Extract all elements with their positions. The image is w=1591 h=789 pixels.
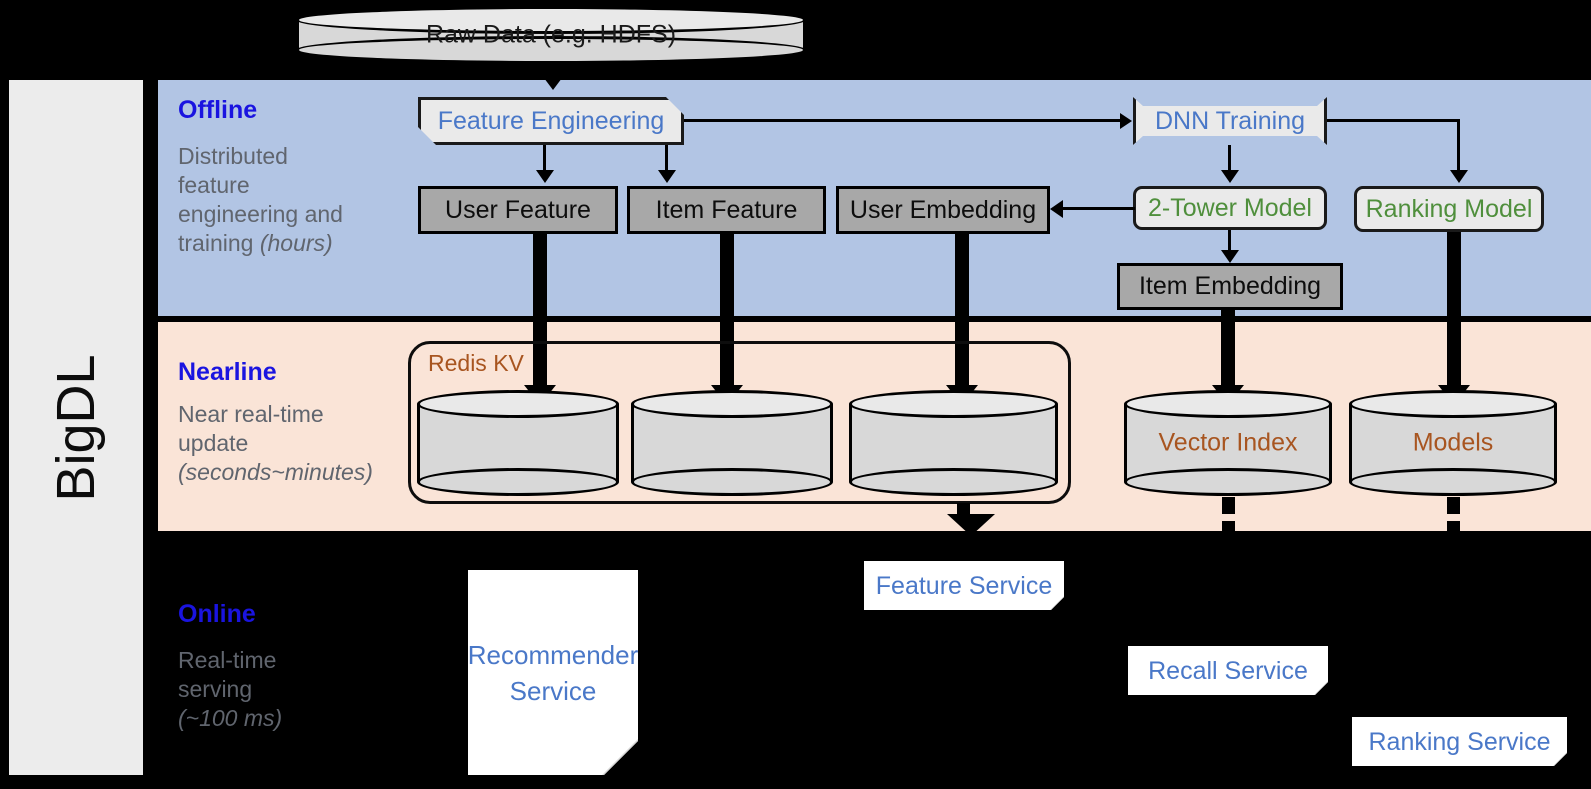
arrowhead-fe-to-dnn — [1120, 113, 1132, 129]
two-tower-model-node[interactable]: 2-Tower Model — [1133, 186, 1327, 230]
online-band-title: Online — [178, 600, 256, 628]
redis-kv-group: Redis KV — [408, 341, 1071, 504]
user-embedding-label: User Embedding — [849, 195, 1037, 224]
item-embedding-label: Item Embedding — [1138, 272, 1322, 300]
nearline-desc-1: Near real-time — [178, 401, 324, 427]
arrowhead-dnn-to-twotower — [1221, 170, 1239, 183]
connector-twotower-to-userembedding — [1063, 207, 1135, 210]
arrowhead-twotower-to-userembedding — [1050, 200, 1063, 218]
cylinder-top — [849, 390, 1058, 418]
connector-fe-to-dnn — [684, 119, 1121, 122]
cylinder-bottom — [631, 468, 833, 496]
cylinder-top — [417, 390, 619, 418]
vector-index-cylinder[interactable]: Vector Index — [1124, 390, 1332, 496]
connector-redis-to-featureservice — [957, 503, 970, 517]
connector-models-stub-2 — [1447, 521, 1460, 534]
offline-desc-4: training — [178, 230, 260, 256]
connector-fe-to-itemfeature — [665, 145, 668, 172]
cylinder-bottom — [417, 468, 619, 496]
cylinder-bottom — [1349, 468, 1557, 496]
recommender-service-label: Recommender Service — [467, 639, 639, 706]
arrowhead-twotower-to-itemembedding — [1221, 250, 1239, 263]
connector-fe-to-userfeature — [543, 145, 546, 172]
connector-itemembedding-to-vectorindex — [1221, 310, 1235, 389]
offline-desc-3: engineering and — [178, 201, 343, 227]
connector-twotower-to-itemembedding — [1228, 230, 1231, 252]
cylinder-top — [631, 390, 833, 418]
connector-userfeature-to-store — [533, 234, 547, 389]
ranking-service-node[interactable]: Ranking Service — [1352, 717, 1567, 766]
nearline-desc-italic: (seconds~minutes) — [178, 459, 373, 485]
cylinder-top — [296, 6, 806, 34]
offline-band-description: Distributed feature engineering and trai… — [178, 142, 408, 258]
connector-models-stub-1 — [1447, 497, 1460, 514]
page-fold-icon — [602, 739, 638, 775]
arrowhead-rawdata-to-fe — [541, 74, 565, 90]
cylinder-top — [1349, 390, 1557, 418]
feature-service-label: Feature Service — [875, 571, 1053, 600]
models-label: Models — [1412, 428, 1494, 457]
ranking-model-node[interactable]: Ranking Model — [1354, 186, 1544, 232]
redis-store-user-feature[interactable] — [417, 390, 619, 496]
item-embedding-node[interactable]: Item Embedding — [1117, 263, 1343, 310]
cylinder-top — [1124, 390, 1332, 418]
cylinder-bottom — [1124, 468, 1332, 496]
cylinder-bottom — [296, 36, 806, 64]
item-feature-node[interactable]: Item Feature — [627, 186, 826, 234]
raw-data-cylinder: Raw Data (e.g. HDFS) — [296, 6, 806, 64]
online-band-description: Real-time serving (~100 ms) — [178, 646, 408, 733]
user-feature-label: User Feature — [445, 195, 591, 224]
recall-service-label: Recall Service — [1148, 656, 1308, 685]
connector-dnn-to-ranking-h — [1327, 119, 1460, 122]
online-desc-2: serving — [178, 676, 253, 702]
online-desc-1: Real-time — [178, 647, 277, 673]
redis-store-item-feature[interactable] — [631, 390, 833, 496]
vector-index-label: Vector Index — [1158, 428, 1298, 457]
framework-label: BigDL — [46, 353, 106, 502]
two-tower-model-label: 2-Tower Model — [1148, 193, 1312, 222]
page-fold-icon — [1553, 752, 1567, 766]
nearline-desc-2: update — [178, 430, 249, 456]
offline-band-title: Offline — [178, 96, 258, 124]
connector-vectorindex-stub-2 — [1222, 521, 1235, 534]
redis-kv-label: Redis KV — [428, 350, 524, 376]
dnn-training-label: DNN Training — [1154, 106, 1306, 135]
feature-engineering-label: Feature Engineering — [437, 106, 665, 135]
raw-data-label: Raw Data (e.g. HDFS) — [425, 20, 677, 49]
offline-desc-2: feature — [178, 172, 250, 198]
connector-dnn-to-ranking-v — [1457, 119, 1460, 172]
arrowhead-fe-to-itemfeature — [658, 170, 676, 183]
redis-store-user-embedding[interactable] — [849, 390, 1058, 496]
user-feature-node[interactable]: User Feature — [418, 186, 618, 234]
nearline-band-description: Near real-time update (seconds~minutes) — [178, 400, 408, 487]
ranking-model-label: Ranking Model — [1365, 194, 1533, 223]
item-feature-label: Item Feature — [655, 195, 798, 224]
framework-rail: BigDL — [6, 77, 146, 778]
models-cylinder[interactable]: Models — [1349, 390, 1557, 496]
page-fold-icon — [1314, 681, 1328, 695]
offline-desc-italic: (hours) — [259, 230, 333, 256]
nearline-band-title: Nearline — [178, 358, 277, 386]
connector-dnn-to-twotower — [1228, 145, 1231, 171]
connector-userembedding-to-store — [955, 234, 969, 389]
cylinder-bottom — [849, 468, 1058, 496]
arrowhead-redis-to-featureservice — [947, 514, 995, 536]
arrowhead-fe-to-userfeature — [536, 170, 554, 183]
recall-service-node[interactable]: Recall Service — [1128, 646, 1328, 695]
recommender-service-node[interactable]: Recommender Service — [468, 570, 638, 775]
feature-service-node[interactable]: Feature Service — [864, 561, 1064, 610]
connector-vectorindex-stub-1 — [1222, 497, 1235, 514]
user-embedding-node[interactable]: User Embedding — [836, 186, 1050, 234]
connector-rankingmodel-to-models — [1447, 232, 1461, 389]
feature-engineering-node[interactable]: Feature Engineering — [418, 97, 684, 145]
online-desc-italic: (~100 ms) — [178, 705, 283, 731]
connector-itemfeature-to-store — [720, 234, 734, 389]
ranking-service-label: Ranking Service — [1368, 727, 1551, 756]
arrowhead-dnn-to-ranking — [1450, 170, 1468, 183]
offline-desc-1: Distributed — [178, 143, 288, 169]
